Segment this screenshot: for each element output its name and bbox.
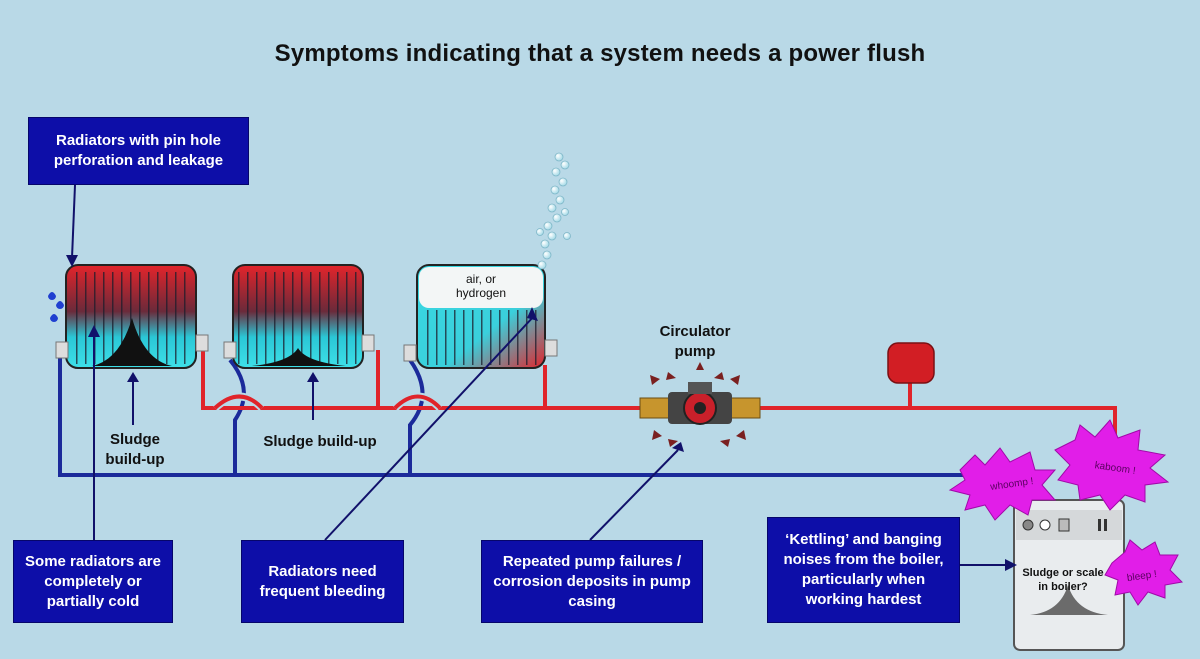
air-bubbles xyxy=(536,152,571,270)
callout-cold-radiators: Some radiators are completely or partial… xyxy=(13,540,173,623)
pump-vibration-marks xyxy=(650,362,746,447)
burst-shapes xyxy=(948,419,1184,606)
label-boiler-sludge: Sludge or scale in boiler? xyxy=(1022,567,1104,593)
radiator-1 xyxy=(55,264,209,369)
label-air-hydrogen: air, or hydrogen xyxy=(455,272,507,300)
callout-pump-failures: Repeated pump failures / corrosion depos… xyxy=(481,540,703,623)
boiler xyxy=(1013,499,1125,651)
page-title: Symptoms indicating that a system needs … xyxy=(274,40,926,67)
callout-frequent-bleeding: Radiators need frequent bleeding xyxy=(241,540,404,623)
label-sludge-1: Sludge build-up xyxy=(105,431,165,468)
callout-pin-hole: Radiators with pin hole perforation and … xyxy=(28,117,249,185)
expansion-vessel xyxy=(887,342,935,384)
leak-drops xyxy=(48,292,64,322)
radiator-2 xyxy=(223,264,375,369)
label-sludge-2: Sludge build-up xyxy=(263,433,377,450)
label-circulator-pump: Circulator pump xyxy=(659,323,731,360)
circulator-pump xyxy=(639,382,761,425)
leader-arrows xyxy=(71,184,1012,566)
callout-kettling: ‘Kettling’ and banging noises from the b… xyxy=(767,517,960,623)
radiator-3 xyxy=(403,264,558,369)
